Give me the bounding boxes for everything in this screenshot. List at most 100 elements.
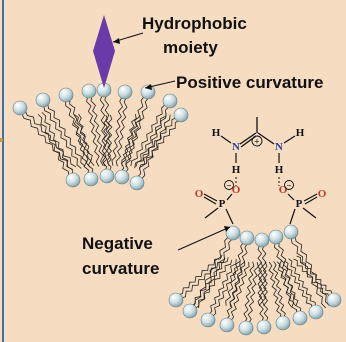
lipid-tail — [293, 258, 330, 298]
lipid-tail — [230, 261, 250, 322]
lipid-head — [225, 225, 241, 241]
lipid-tail — [43, 105, 82, 169]
lipid-tail — [258, 261, 264, 323]
lipid-head — [283, 224, 299, 240]
phosphate-right: O P O − — [279, 180, 327, 225]
lipid-head — [129, 175, 145, 191]
lipid-tail — [21, 113, 73, 171]
lipid-head — [326, 292, 342, 308]
lipid-head — [83, 171, 99, 187]
lipid-tail — [47, 103, 86, 167]
lipid-tail — [284, 260, 312, 309]
lipid-tail — [104, 94, 111, 167]
lipid-tail — [111, 96, 124, 166]
lipid-tail — [296, 255, 333, 295]
minus-charge-right: − — [286, 181, 291, 191]
lipid-tail — [115, 97, 128, 167]
lipid-head — [275, 315, 291, 331]
guanidinium-group: + N N H H H H — [212, 117, 305, 186]
lipid-tail — [208, 259, 237, 315]
lipid-head — [239, 230, 255, 246]
lipid-head — [12, 100, 28, 116]
lipid-tail — [272, 261, 286, 318]
lipid-head — [200, 312, 216, 328]
lipid-tail — [90, 95, 104, 166]
lipid-tail — [191, 257, 229, 307]
phosphorus-right: P — [296, 198, 303, 210]
lipid-tail — [138, 119, 180, 170]
lipid-head — [256, 319, 272, 335]
minus-charge-left: − — [226, 181, 231, 191]
lipid-head — [182, 303, 198, 319]
phosphate-left: O P O − — [195, 180, 241, 225]
lipid-tail — [107, 114, 113, 172]
lipid-tail — [73, 114, 89, 175]
lipid-tail — [290, 237, 326, 309]
lipid-tail — [226, 260, 246, 320]
hydrogen-bond-right: H — [275, 164, 284, 176]
oxygen-left-charged: O — [232, 184, 241, 196]
lipid-head — [81, 83, 97, 99]
lipid-head — [35, 92, 51, 108]
lipid-tail — [243, 261, 255, 323]
lipid-tail — [211, 261, 241, 317]
lipid-tail — [181, 257, 226, 299]
negative-curvature-label-line1: Negative — [82, 234, 153, 253]
lipid-head — [168, 292, 184, 308]
lipid-head — [308, 304, 324, 320]
lipid-head — [58, 87, 74, 103]
lipid-tail — [78, 113, 94, 174]
lipid-tail — [69, 98, 95, 167]
hydrophobic-moiety-shape — [93, 15, 115, 88]
lipid-tail — [268, 261, 282, 319]
charge-circle — [251, 135, 263, 147]
oxygen-left-double: O — [195, 188, 204, 200]
lipid-tail — [247, 262, 259, 324]
lipid-tail — [134, 106, 170, 169]
lipid-head — [65, 172, 81, 188]
lipid-tail — [124, 115, 141, 173]
oxygen-right-double: O — [318, 188, 327, 200]
nitrogen-right: N — [275, 141, 283, 153]
lipid-head — [238, 320, 254, 336]
hydrogen-nr-outer: H — [296, 127, 305, 139]
lipid-tail — [288, 258, 316, 307]
lipid-tail — [120, 113, 137, 172]
lipid-tail — [37, 114, 70, 177]
lipid-tail — [24, 110, 77, 168]
lipid-tail — [86, 96, 100, 167]
lipid-tail — [121, 95, 145, 166]
lipid-tail — [41, 112, 74, 175]
lipid-head — [99, 168, 115, 184]
lipid-head — [173, 107, 189, 123]
lipid-tail — [276, 261, 298, 315]
oxygen-right-charged: O — [279, 184, 288, 196]
lipid-head — [114, 169, 130, 185]
lipid-tail — [140, 114, 171, 180]
lipid-tail — [198, 238, 234, 308]
lipid-head — [292, 310, 308, 326]
positive-curvature-lipid-layer — [12, 82, 189, 191]
lipid-tail — [136, 112, 167, 178]
lipid-head — [268, 229, 284, 245]
lipid-tail — [178, 254, 223, 296]
lipid-tail — [135, 117, 177, 167]
lipid-tail — [281, 259, 302, 313]
hydrophobic-label-line2: moiety — [163, 38, 218, 57]
lipid-tail — [130, 103, 166, 167]
edge-marker — [0, 138, 3, 142]
lipid-tail — [99, 94, 107, 167]
plus-charge: + — [254, 137, 259, 147]
lipid-tail — [225, 241, 244, 306]
negative-curvature-label-line2: curvature — [82, 259, 159, 278]
phosphorus-left: P — [219, 198, 226, 210]
hydrogen-nl-outer: H — [212, 127, 221, 139]
hydrogen-bond-left: H — [232, 164, 241, 176]
lipid-tail — [262, 261, 269, 323]
lipid-head — [162, 93, 178, 109]
hydrophobic-label-line1: Hydrophobic — [142, 14, 247, 33]
lipid-head — [219, 317, 235, 333]
